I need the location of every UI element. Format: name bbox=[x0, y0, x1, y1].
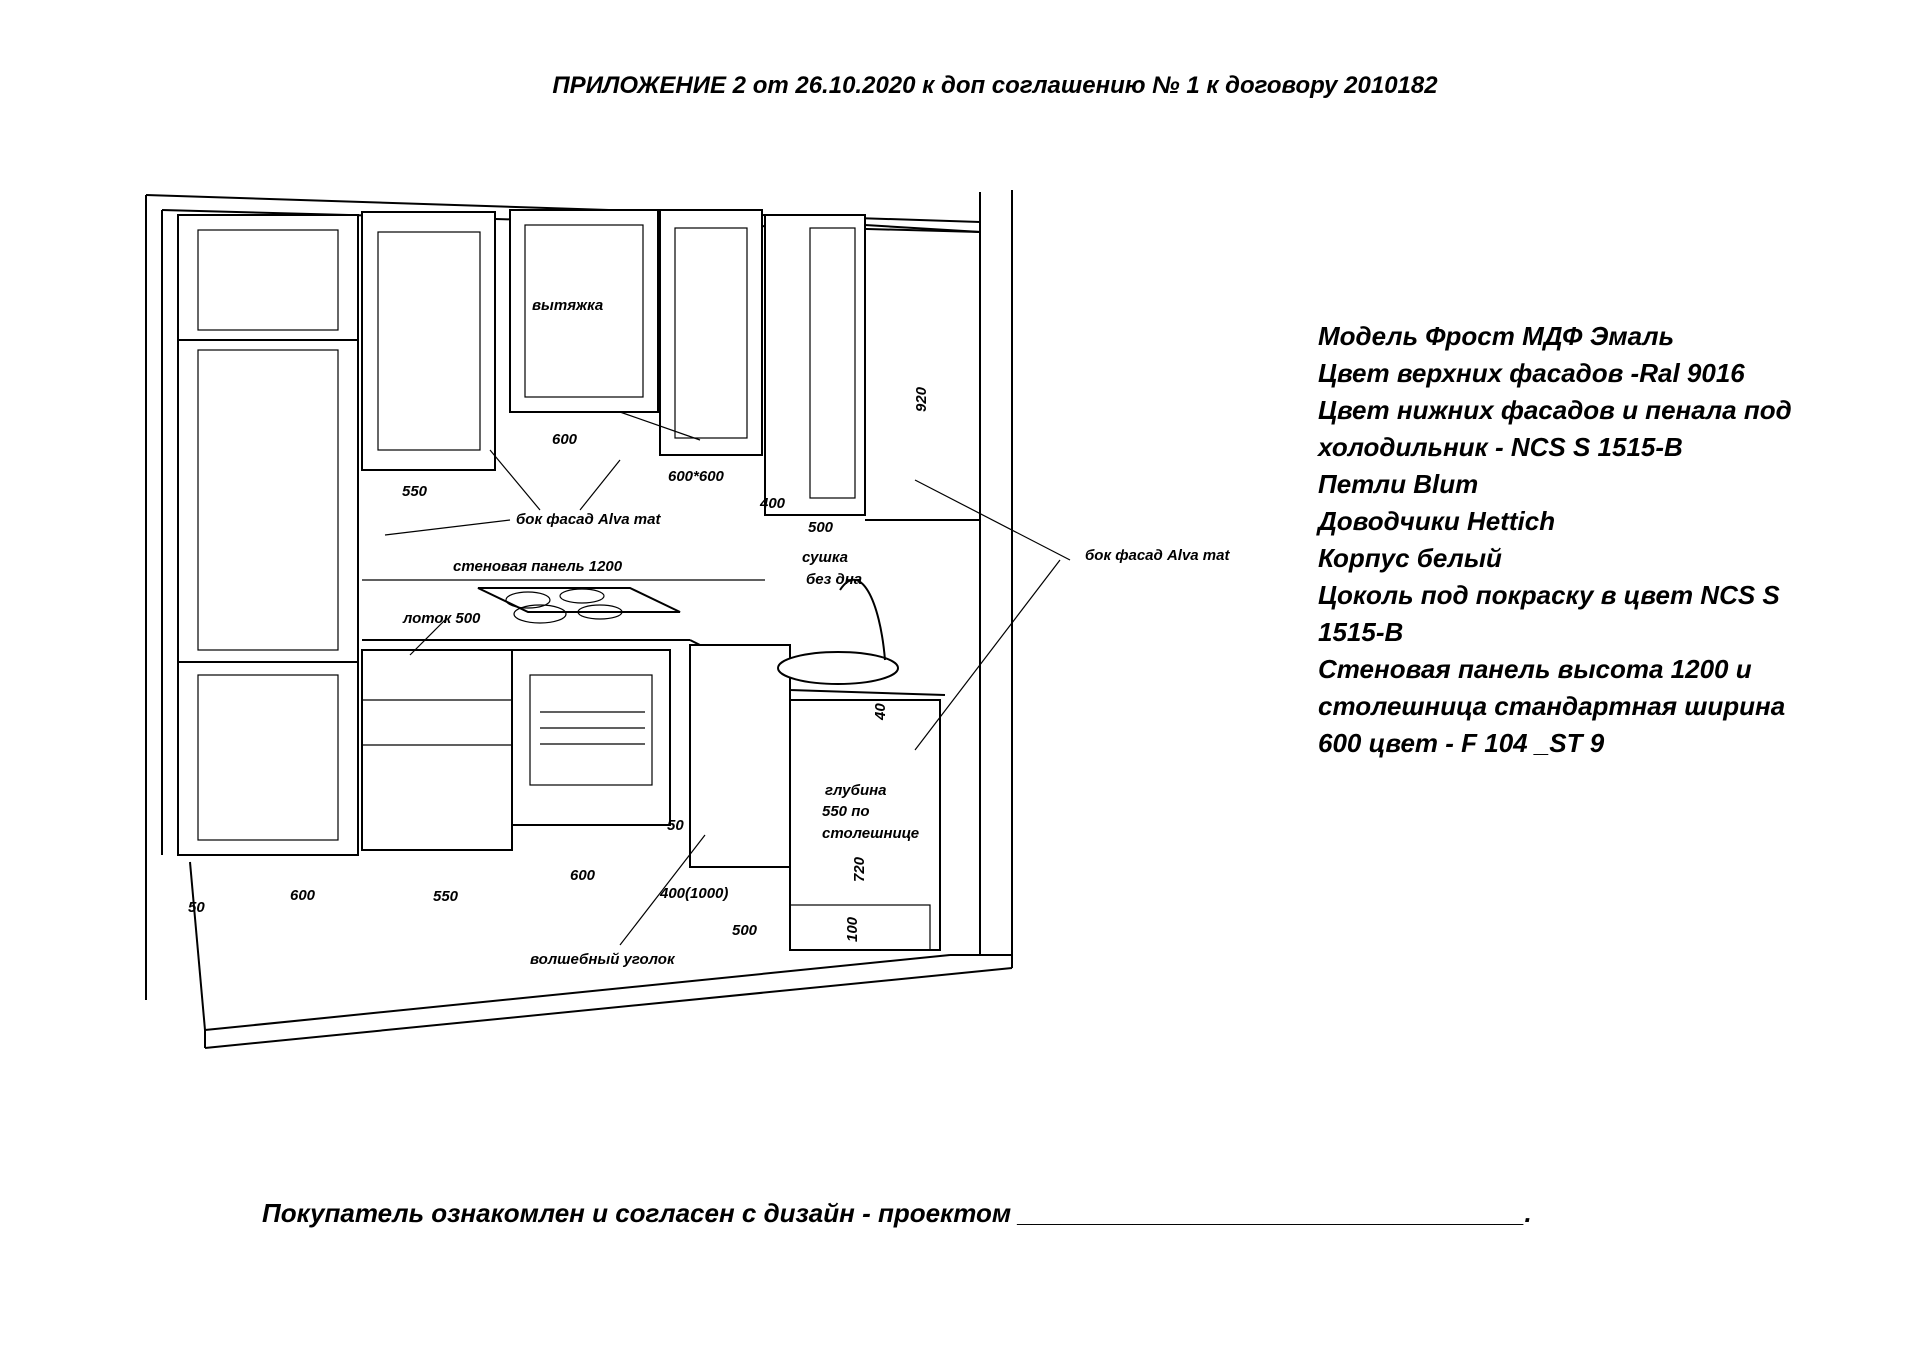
label-dim-600-c: 600 bbox=[570, 867, 596, 884]
label-depth-1: глубина bbox=[825, 782, 887, 799]
spec-line: 1515-B bbox=[1318, 617, 1404, 647]
label-dim-50-left: 50 bbox=[188, 899, 205, 916]
spec-line: столешница стандартная ширина bbox=[1318, 691, 1786, 721]
label-dim-100: 100 bbox=[844, 916, 861, 942]
spec-line: Доводчики Hettich bbox=[1318, 506, 1556, 536]
label-dim-600x600: 600*600 bbox=[668, 468, 725, 485]
label-dryer-1: сушка bbox=[802, 549, 848, 566]
label-dim-600-a: 600 bbox=[290, 887, 316, 904]
spec-line: Петли Blum bbox=[1318, 469, 1479, 499]
label-dim-400-1000: 400(1000) bbox=[659, 885, 728, 902]
label-dim-400-upper: 400 bbox=[759, 495, 786, 512]
label-side-facade-1: бок фасад Alva mat bbox=[516, 511, 661, 528]
lower-cabinets bbox=[361, 578, 941, 951]
label-depth-3: столешнице bbox=[822, 825, 919, 842]
page-title: ПРИЛОЖЕНИЕ 2 от 26.10.2020 к доп соглаше… bbox=[552, 72, 1438, 99]
spec-line: Модель Фрост МДФ Эмаль bbox=[1318, 321, 1675, 351]
specs-list: Модель Фрост МДФ Эмаль Цвет верхних фаса… bbox=[1318, 318, 1858, 762]
label-dim-50-right: 50 bbox=[667, 817, 684, 834]
label-side-facade-2: бок фасад Alva mat bbox=[1085, 547, 1230, 564]
spec-line: Цвет нижних фасадов и пенала под bbox=[1318, 395, 1792, 425]
spec-line: 600 цвет - F 104 _ST 9 bbox=[1318, 728, 1605, 758]
label-magic-corner: волшебный уголок bbox=[530, 951, 676, 968]
label-dim-500-b: 500 bbox=[732, 922, 758, 939]
label-dim-720: 720 bbox=[851, 856, 868, 882]
label-dryer-2: без дна bbox=[806, 571, 862, 588]
label-dim-550-b: 550 bbox=[433, 888, 459, 905]
label-hood: вытяжка bbox=[532, 297, 603, 314]
tall-cabinet bbox=[177, 214, 359, 856]
spec-line: Цвет верхних фасадов -Ral 9016 bbox=[1318, 358, 1745, 388]
label-tray: лоток 500 bbox=[402, 610, 481, 627]
leader-lines bbox=[384, 449, 1071, 946]
hob bbox=[477, 587, 681, 624]
spec-line: Цоколь под покраску в цвет NCS S bbox=[1318, 580, 1780, 610]
room-walls bbox=[145, 190, 1013, 1049]
label-dim-550-upper: 550 bbox=[402, 483, 428, 500]
spec-line: Стеновая панель высота 1200 и bbox=[1318, 654, 1752, 684]
label-dim-500-upper: 500 bbox=[808, 519, 834, 536]
label-dim-600-upper: 600 bbox=[552, 431, 578, 448]
buyer-signature-line: Покупатель ознакомлен и согласен с дизай… bbox=[262, 1198, 1532, 1228]
spec-line: Корпус белый bbox=[1318, 543, 1502, 573]
spec-line: холодильник - NCS S 1515-B bbox=[1318, 432, 1683, 462]
label-dim-920: 920 bbox=[913, 386, 930, 412]
upper-cabinets bbox=[361, 209, 981, 521]
label-depth-2: 550 по bbox=[822, 803, 870, 820]
label-wall-panel: стеновая панель 1200 bbox=[453, 558, 623, 575]
label-dim-40: 40 bbox=[872, 703, 889, 721]
